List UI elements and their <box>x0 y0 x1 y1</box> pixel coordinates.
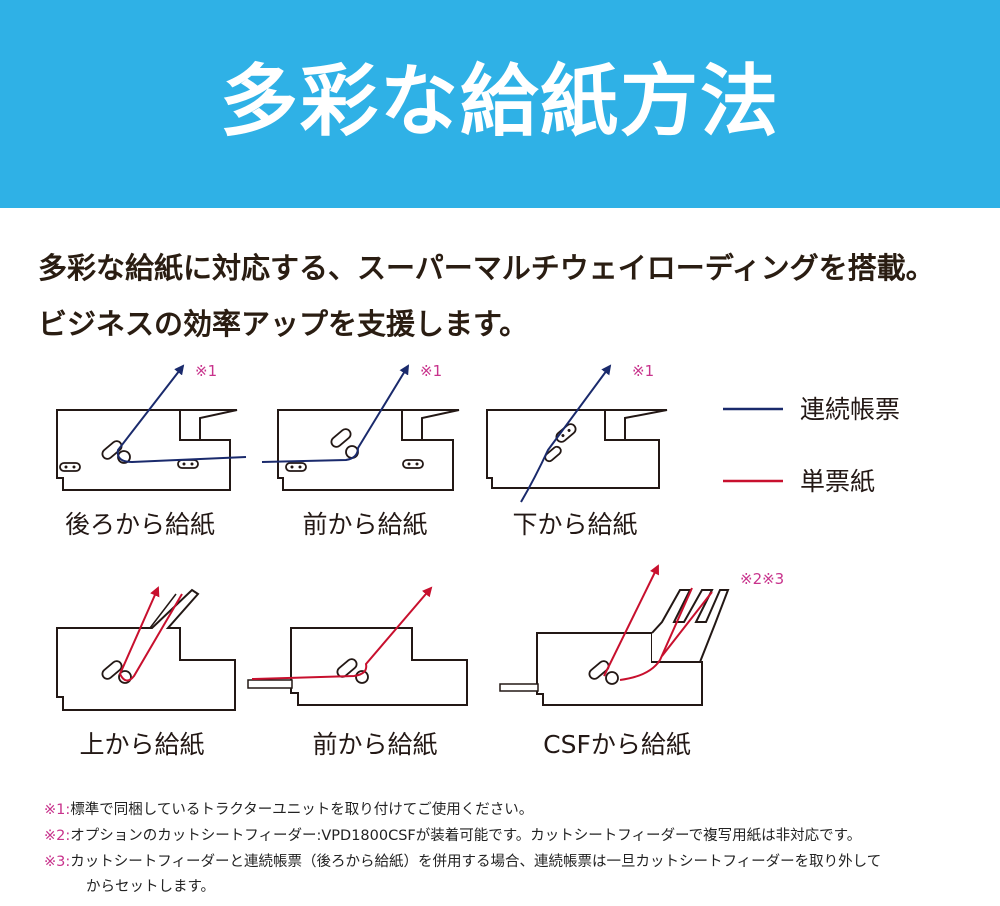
note-mark: ※1 <box>195 362 217 380</box>
page-title: 多彩な給紙方法 <box>219 57 780 147</box>
panel-bottom-feed: ※1 下から給紙 <box>486 362 668 539</box>
footnote-text: 標準で同梱しているトラクターユニットを取り付けてご使用ください。 <box>70 802 534 818</box>
paper-path <box>603 564 659 677</box>
panel-front-feed: ※1 前から給紙 <box>261 362 460 539</box>
panel-label: 前から給紙 <box>302 510 427 539</box>
footnotes: ※1:標準で同梱しているトラクターユニットを取り付けてご使用ください。 ※2:オ… <box>44 797 974 899</box>
paper-path <box>261 364 410 463</box>
front-tray <box>499 683 539 692</box>
footnote-mark: ※3: <box>44 854 71 870</box>
title-banner: 多彩な給紙方法 <box>0 0 1000 208</box>
footnote-mark: ※2: <box>44 828 71 844</box>
note-mark: ※2※3 <box>740 570 784 588</box>
roller <box>330 428 352 448</box>
printer-outline <box>56 588 236 711</box>
footnote-3-continued: からセットします。 <box>86 879 216 895</box>
roller <box>101 660 123 680</box>
roller <box>588 660 610 680</box>
roller <box>544 445 562 463</box>
printer-outline <box>486 409 668 489</box>
roller <box>555 423 577 443</box>
panel-rear-feed: ※1 後ろから給紙 <box>56 362 247 539</box>
roller <box>177 459 199 469</box>
footnote-text: オプションのカットシートフィーダー:VPD1800CSFが装着可能です。カットシ… <box>70 828 862 844</box>
panel-csf-feed: ※2※3 CSFから給紙 <box>499 564 784 759</box>
roller <box>285 462 307 472</box>
panel-label: 前から給紙 <box>312 730 437 759</box>
legend-single-label: 単票紙 <box>800 467 875 496</box>
intro-line-1: 多彩な給紙に対応する、スーパーマルチウェイローディングを搭載。 <box>38 251 935 285</box>
platen <box>605 671 619 685</box>
legend: 連続帳票 単票紙 <box>723 395 900 496</box>
printer-outline <box>290 627 468 706</box>
panel-label: 上から給紙 <box>79 730 204 759</box>
paper-path <box>520 364 612 503</box>
paper-path <box>619 587 693 681</box>
note-mark: ※1 <box>420 362 442 380</box>
roller <box>101 440 123 460</box>
front-tray <box>247 679 293 689</box>
footnote-text: カットシートフィーダーと連続帳票（後ろから給紙）を併用する場合、連続帳票は一旦カ… <box>70 854 882 870</box>
roller <box>402 459 424 469</box>
printer-outline <box>277 409 460 491</box>
footnote-2: ※2:オプションのカットシートフィーダー:VPD1800CSFが装着可能です。カ… <box>44 823 974 849</box>
footnote-3: ※3:カットシートフィーダーと連続帳票（後ろから給紙）を併用する場合、連続帳票は… <box>44 849 974 875</box>
paper-path <box>251 586 433 680</box>
panel-label: CSFから給紙 <box>543 730 691 759</box>
paper-path <box>118 586 183 682</box>
panel-top-feed: 上から給紙 <box>56 586 236 759</box>
footnote-mark: ※1: <box>44 802 71 818</box>
roller <box>336 658 358 678</box>
intro-line-2: ビジネスの効率アップを支援します。 <box>38 307 529 341</box>
legend-continuous-label: 連続帳票 <box>800 395 900 424</box>
intro-text: 多彩な給紙に対応する、スーパーマルチウェイローディングを搭載。 ビジネスの効率ア… <box>38 240 978 352</box>
footnote-1: ※1:標準で同梱しているトラクターユニットを取り付けてご使用ください。 <box>44 797 974 823</box>
roller <box>59 462 81 472</box>
note-mark: ※1 <box>632 362 654 380</box>
panel-label: 後ろから給紙 <box>65 510 215 539</box>
panel-label: 下から給紙 <box>512 510 637 539</box>
printer-outline <box>56 409 238 491</box>
paper-path <box>116 364 247 464</box>
panel-front-single-feed: 前から給紙 <box>247 586 468 759</box>
